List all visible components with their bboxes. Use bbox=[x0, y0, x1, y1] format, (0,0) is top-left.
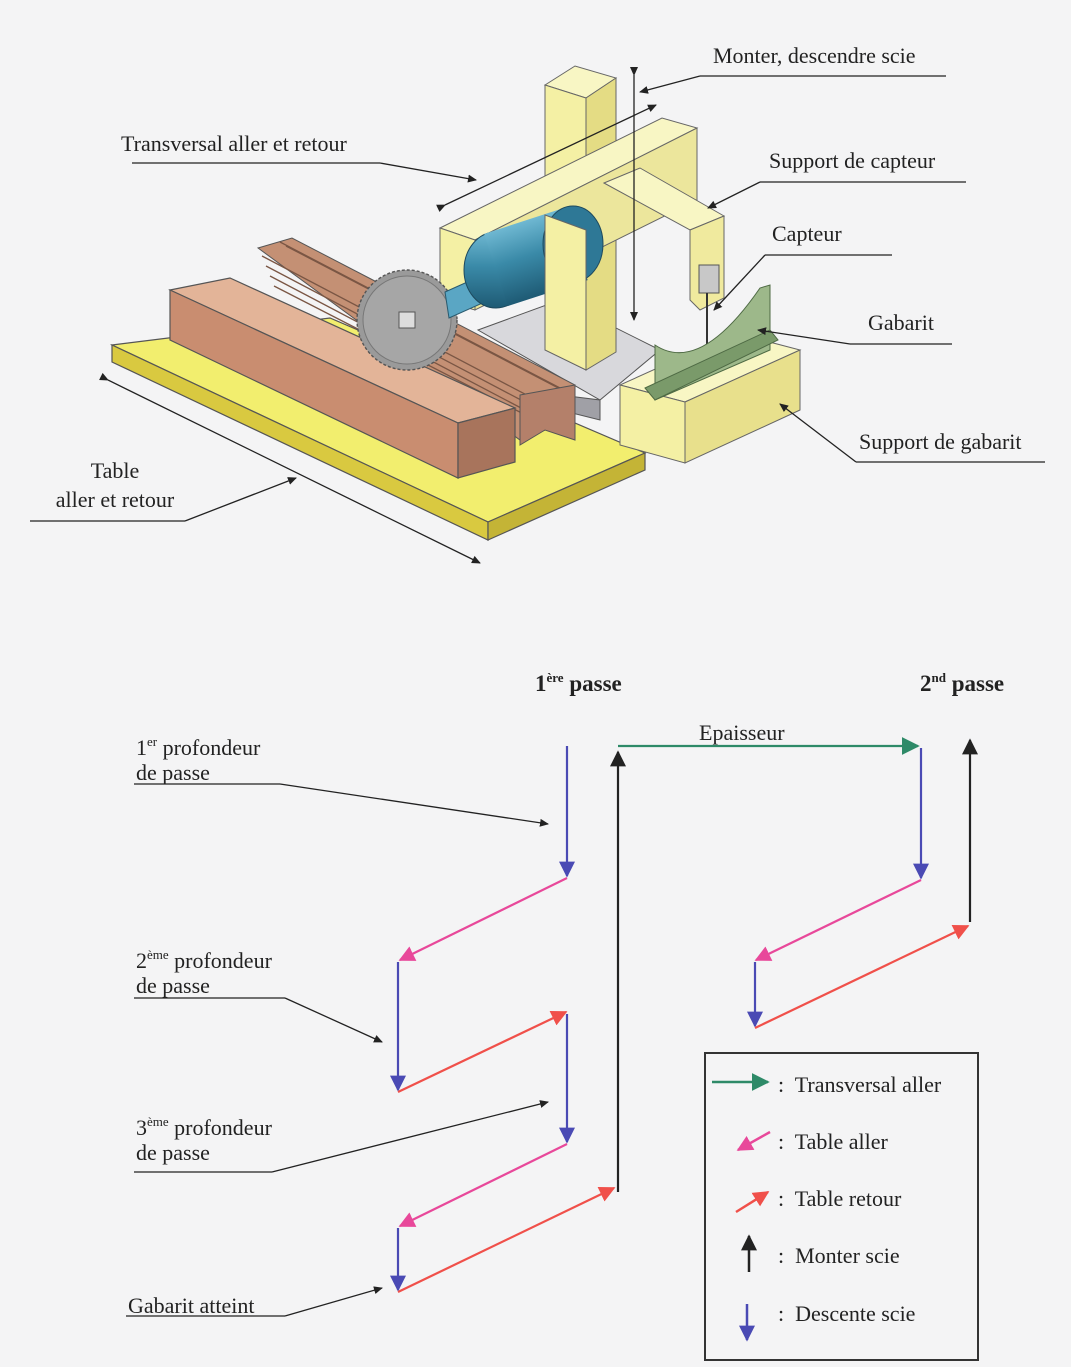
legend-label-descente: Descente scie bbox=[795, 1301, 916, 1326]
label-depth2-line2: de passe bbox=[136, 973, 210, 998]
label-support-capteur: Support de capteur bbox=[769, 148, 936, 173]
legend-item-transversal: : Transversal aller bbox=[778, 1072, 941, 1097]
table-aller-1 bbox=[398, 877, 568, 961]
pass-diagram bbox=[390, 737, 978, 1293]
legend-item-table-retour: : Table retour bbox=[778, 1186, 901, 1211]
legend-sep: : bbox=[778, 1186, 785, 1211]
legend-sep: : bbox=[778, 1072, 785, 1097]
front-column bbox=[544, 214, 587, 371]
label-table: Table aller et retour bbox=[40, 458, 190, 512]
pass2-superscript: nd bbox=[931, 670, 946, 685]
legend-item-descente: : Descente scie bbox=[778, 1301, 915, 1326]
depth3-number: 3 bbox=[136, 1115, 147, 1140]
legend bbox=[704, 1052, 979, 1361]
legend-symbols bbox=[712, 1073, 771, 1342]
pass-callouts bbox=[126, 783, 549, 1317]
label-gabarit-atteint: Gabarit atteint bbox=[128, 1293, 255, 1318]
depth3-superscript: ème bbox=[147, 1114, 169, 1129]
label-depth2: 2ème profondeur de passe bbox=[136, 948, 272, 998]
legend-sep: : bbox=[778, 1301, 785, 1326]
legend-label-table-retour: Table retour bbox=[794, 1186, 902, 1211]
saw-blade bbox=[356, 269, 458, 371]
legend-symbol-table-retour bbox=[735, 1190, 770, 1214]
label-gabarit: Gabarit bbox=[868, 310, 934, 335]
legend-sep: : bbox=[778, 1129, 785, 1154]
depth1-superscript: er bbox=[147, 734, 158, 749]
label-table-line2: aller et retour bbox=[55, 487, 175, 512]
pass1-number: 1 bbox=[535, 671, 547, 696]
label-depth1-line1: 1er profondeur bbox=[136, 735, 260, 760]
legend-label-table-aller: Table aller bbox=[794, 1129, 888, 1154]
transversal-travel-arrow bbox=[436, 104, 657, 213]
label-depth3: 3ème profondeur de passe bbox=[136, 1115, 272, 1165]
label-depth1: 1er profondeur de passe bbox=[136, 735, 260, 785]
depth3-word: profondeur bbox=[174, 1115, 272, 1140]
label-monter-descendre: Monter, descendre scie bbox=[713, 43, 916, 68]
pass2-word: passe bbox=[951, 671, 1005, 696]
sensor bbox=[698, 264, 720, 350]
machine-callouts bbox=[30, 67, 1045, 564]
label-epaisseur: Epaisseur bbox=[699, 720, 785, 745]
pass1-word: passe bbox=[569, 671, 622, 696]
legend-sep: : bbox=[778, 1243, 785, 1268]
table-travel-arrow bbox=[99, 372, 481, 564]
title-pass1: 1ère passe bbox=[535, 671, 622, 696]
pass2-number: 2 bbox=[920, 671, 932, 696]
depth2-superscript: ème bbox=[147, 947, 169, 962]
label-capteur: Capteur bbox=[772, 221, 842, 246]
label-depth3-line2: de passe bbox=[136, 1140, 210, 1165]
table-retour-3 bbox=[754, 925, 970, 1029]
depth2-number: 2 bbox=[136, 948, 147, 973]
title-pass2: 2nd passe bbox=[920, 671, 1004, 696]
legend-symbol-table-aller bbox=[736, 1130, 771, 1152]
table-aller-3 bbox=[754, 879, 922, 961]
label-table-line1: Table bbox=[90, 458, 140, 483]
table-retour-2 bbox=[397, 1187, 616, 1293]
legend-label-transversal: Transversal aller bbox=[794, 1072, 942, 1097]
legend-label-monter: Monter scie bbox=[795, 1243, 900, 1268]
depth1-word: profondeur bbox=[162, 735, 261, 760]
legend-item-table-aller: : Table aller bbox=[778, 1129, 888, 1154]
label-depth2-line1: 2ème profondeur bbox=[136, 948, 272, 973]
label-support-gabarit: Support de gabarit bbox=[859, 429, 1022, 454]
table-aller-2 bbox=[398, 1143, 568, 1227]
label-depth3-line1: 3ème profondeur bbox=[136, 1115, 272, 1140]
legend-item-monter: : Monter scie bbox=[778, 1243, 900, 1268]
depth2-word: profondeur bbox=[174, 948, 272, 973]
label-depth1-line2: de passe bbox=[136, 760, 210, 785]
table-retour-1 bbox=[397, 1010, 568, 1093]
label-transversal: Transversal aller et retour bbox=[121, 131, 347, 156]
pass1-superscript: ère bbox=[546, 670, 564, 685]
template bbox=[644, 284, 779, 401]
depth1-number: 1 bbox=[136, 735, 147, 760]
